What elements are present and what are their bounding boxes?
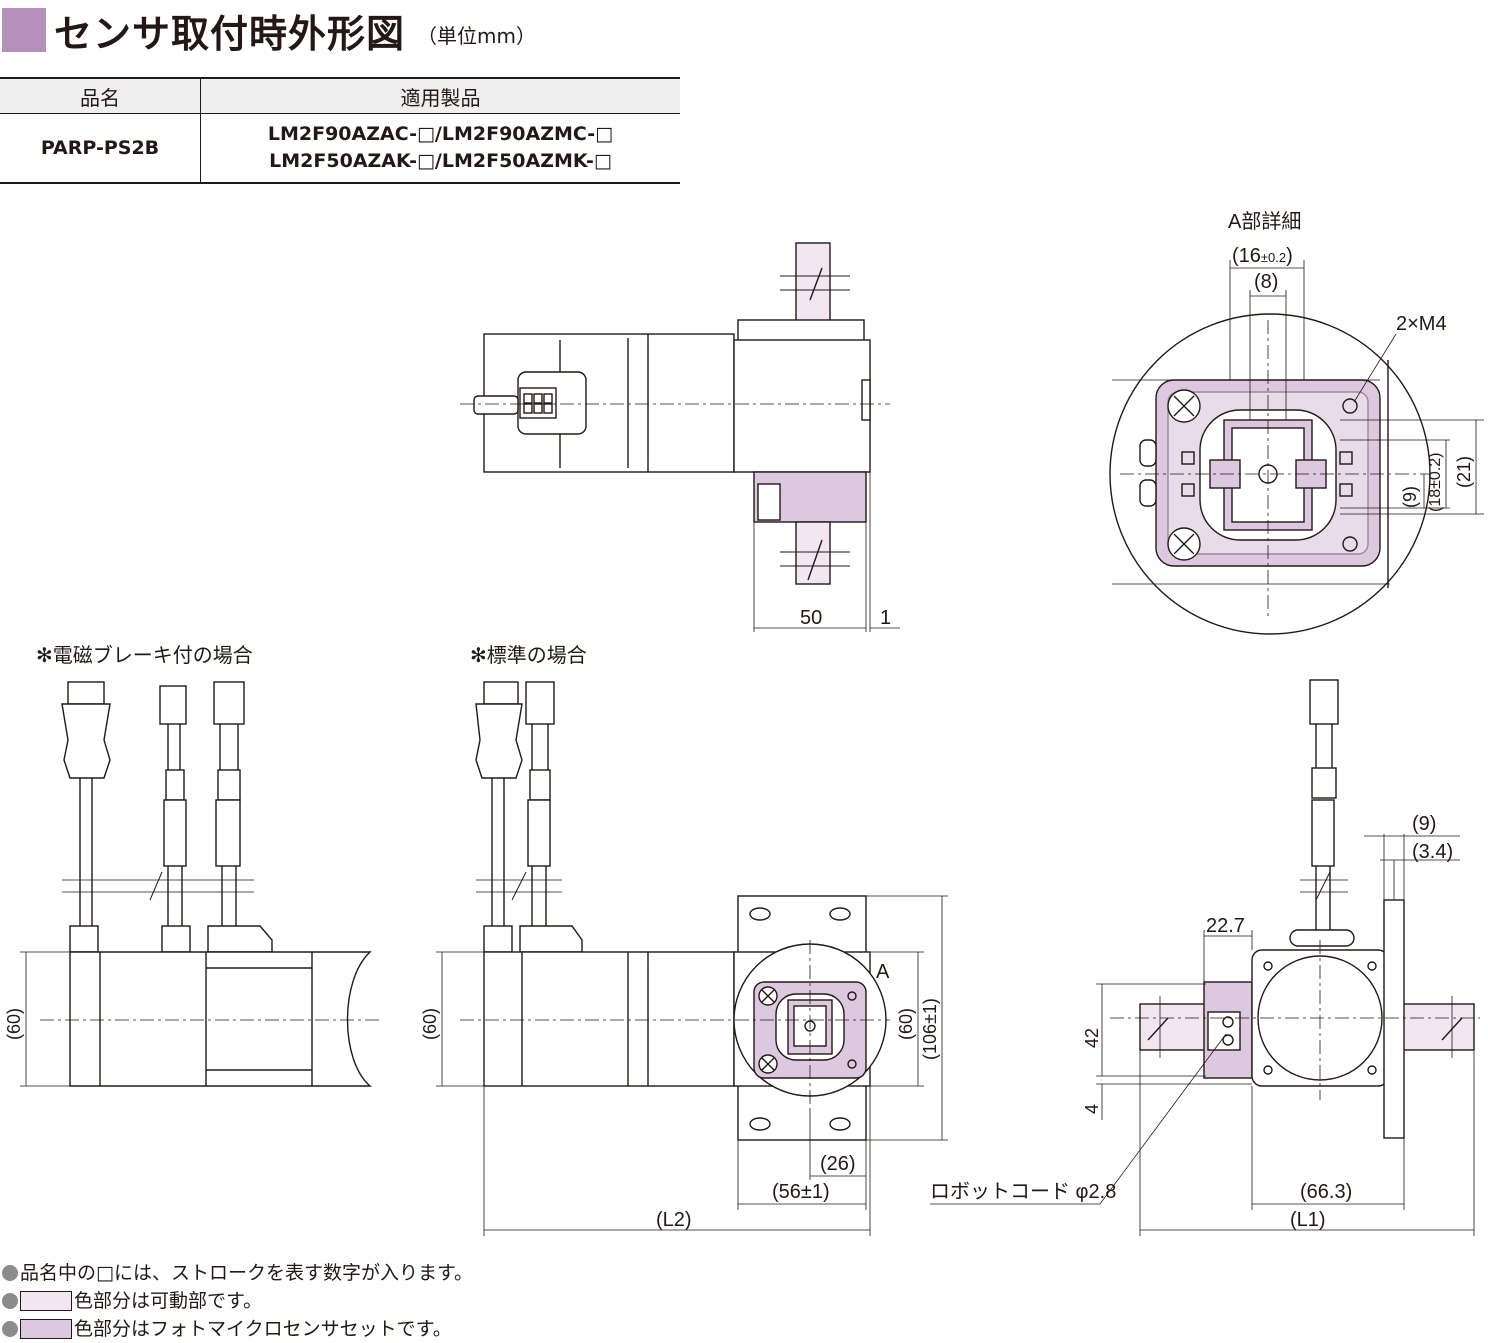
caption-brake: ✻電磁ブレーキ付の場合 xyxy=(36,643,253,667)
side-view: (9) (3.4) 22.7 42 4 ロボットコード φ2.8 (66.3) … xyxy=(930,679,1480,1236)
label-cord: ロボットコード φ2.8 xyxy=(930,1180,1116,1203)
dim-60-a: (60) xyxy=(4,1008,24,1040)
dim-50: 50 xyxy=(800,607,822,629)
dim-8: (8) xyxy=(1254,271,1278,293)
header-applicable: 適用製品 xyxy=(200,77,680,114)
dim-60-b: (60) xyxy=(420,1008,440,1040)
standard-view: ✻標準の場合 xyxy=(420,644,948,1236)
detail-a-view: A部詳細 (16±0.2) (8) 2×M4 xyxy=(1109,210,1484,635)
sensor-set-swatch xyxy=(20,1319,72,1339)
dim-22-7: 22.7 xyxy=(1206,915,1245,937)
bullet-dot xyxy=(2,1321,18,1337)
dim-3-4: (3.4) xyxy=(1412,841,1453,863)
applicable-line-1: LM2F90AZAC-□/LM2F90AZMC-□ xyxy=(267,123,614,145)
note-2: 色部分は可動部です。 xyxy=(2,1287,473,1315)
dim-21: (21) xyxy=(1454,456,1474,488)
spec-table-row: PARP-PS2B LM2F90AZAC-□/LM2F90AZMC-□ LM2F… xyxy=(0,113,680,184)
dim-106: (106±1) xyxy=(920,998,940,1060)
note-3-text: 色部分はフォトマイクロセンサセットです。 xyxy=(74,1318,452,1340)
bullet-dot xyxy=(2,1293,18,1309)
title-text: センサ取付時外形図 xyxy=(54,11,406,56)
dim-66-3: (66.3) xyxy=(1300,1181,1352,1203)
dim-42: 42 xyxy=(1082,1028,1102,1048)
detail-title: A部詳細 xyxy=(1228,210,1301,233)
dim-60-c: (60) xyxy=(896,1008,916,1040)
note-2-text: 色部分は可動部です。 xyxy=(74,1290,263,1312)
note-3: 色部分はフォトマイクロセンサセットです。 xyxy=(2,1315,473,1343)
movable-part-swatch xyxy=(20,1291,72,1311)
dim-l2: (L2) xyxy=(656,1209,692,1231)
dim-56: (56±1) xyxy=(772,1181,830,1203)
dim-26: (26) xyxy=(820,1153,856,1175)
label-2xm4: 2×M4 xyxy=(1396,313,1447,335)
title-marker xyxy=(2,8,46,52)
applicable-line-2: LM2F50AZAK-□/LM2F50AZMK-□ xyxy=(269,150,612,172)
top-view: 50 1 xyxy=(460,242,900,632)
dim-4: 4 xyxy=(1082,1104,1102,1114)
bullet-dot xyxy=(2,1265,18,1281)
dim-1: 1 xyxy=(880,607,891,629)
dim-18: (18±0.2) xyxy=(1427,453,1444,512)
page-title: センサ取付時外形図 （単位mm） xyxy=(0,0,536,60)
spec-table-header-row: 品名 適用製品 xyxy=(0,77,680,114)
brake-view: ✻電磁ブレーキ付の場合 (60) xyxy=(4,643,380,1087)
cell-applicable: LM2F90AZAC-□/LM2F90AZMC-□ LM2F50AZAK-□/L… xyxy=(200,113,680,184)
header-product-name: 品名 xyxy=(0,77,201,114)
cell-product-name: PARP-PS2B xyxy=(0,113,201,184)
caption-standard: ✻標準の場合 xyxy=(470,644,587,667)
dim-9-side: (9) xyxy=(1412,813,1436,835)
label-a: A xyxy=(876,961,890,983)
notes: 品名中の□には、ストロークを表す数字が入ります。 色部分は可動部です。 色部分は… xyxy=(2,1259,473,1343)
dim-l1: (L1) xyxy=(1290,1209,1326,1231)
dim-16: (16±0.2) xyxy=(1232,245,1293,267)
title-unit: （単位mm） xyxy=(417,23,536,48)
note-1: 品名中の□には、ストロークを表す数字が入ります。 xyxy=(2,1259,473,1287)
dim-9-detail: (9) xyxy=(1400,486,1420,508)
spec-table: 品名 適用製品 PARP-PS2B LM2F90AZAC-□/LM2F90AZM… xyxy=(0,77,680,184)
note-1-text: 品名中の□には、ストロークを表す数字が入ります。 xyxy=(20,1262,474,1284)
